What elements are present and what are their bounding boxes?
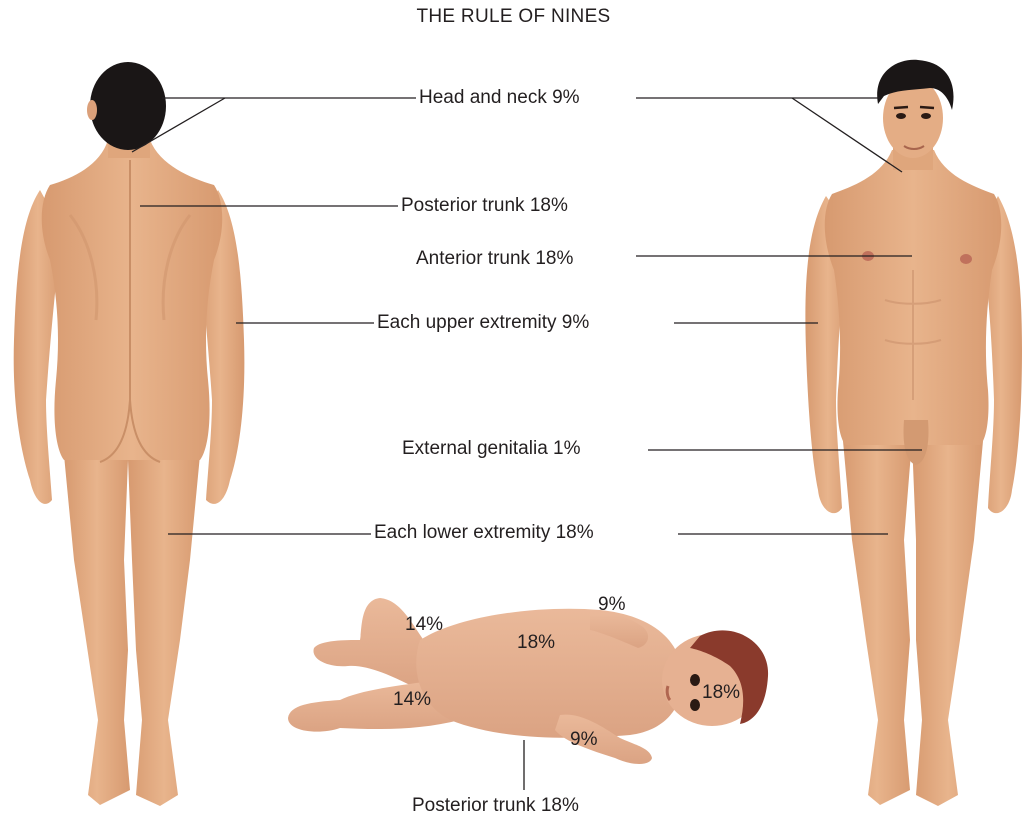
infant-upper-leg: [313, 598, 430, 690]
infant-upper-leg-percent: 14%: [405, 614, 443, 636]
label-head-and-neck: Head and neck 9%: [416, 87, 583, 109]
back-left-ear: [87, 100, 97, 120]
back-right-leg: [128, 455, 200, 806]
infant-arm-bottom-percent: 9%: [570, 729, 597, 751]
back-left-leg: [64, 455, 130, 805]
label-posterior-trunk: Posterior trunk 18%: [398, 195, 571, 217]
front-right-eye: [921, 113, 931, 119]
infant-figure: [288, 598, 768, 764]
infant-head-percent: 18%: [702, 682, 740, 704]
front-right-nipple: [960, 254, 972, 264]
label-infant-posterior-trunk: Posterior trunk 18%: [409, 795, 582, 817]
infant-trunk-percent: 18%: [517, 632, 555, 654]
front-right-leg: [912, 430, 984, 806]
infant-arm-top-percent: 9%: [598, 594, 625, 616]
diagram-title: THE RULE OF NINES: [0, 6, 1027, 28]
infant-lower-leg-percent: 14%: [393, 689, 431, 711]
back-view-figure: [14, 62, 245, 806]
infant-eye-top: [690, 674, 700, 686]
label-external-genitalia: External genitalia 1%: [399, 438, 584, 460]
label-upper-extremity: Each upper extremity 9%: [374, 312, 592, 334]
back-head-hair: [90, 62, 166, 150]
infant-eye-bottom: [690, 699, 700, 711]
label-anterior-trunk: Anterior trunk 18%: [413, 248, 576, 270]
front-left-eye: [896, 113, 906, 119]
label-lower-extremity: Each lower extremity 18%: [371, 522, 597, 544]
front-left-leg: [842, 430, 912, 805]
front-view-figure: [805, 60, 1022, 806]
